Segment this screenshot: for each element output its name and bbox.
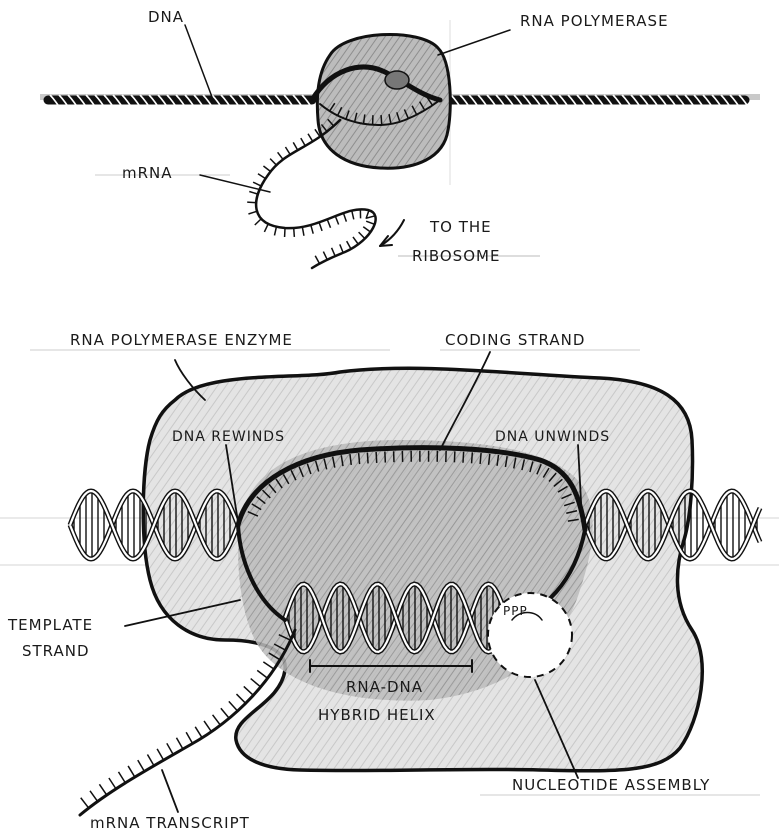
- base-tick: [327, 219, 330, 227]
- label-to-the: TO THE: [429, 218, 492, 236]
- base-tick: [118, 772, 125, 783]
- label-nucleotide-assembly: NUCLEOTIDE ASSEMBLY: [512, 776, 710, 794]
- base-tick: [99, 784, 106, 795]
- base-tick: [301, 138, 305, 146]
- base-tick: [463, 452, 464, 463]
- base-tick: [340, 244, 343, 252]
- transcript-leader: [162, 770, 178, 812]
- top-diagram: DNA RNA POLYMERASE mRNA TO THE RIBOSOME: [40, 8, 760, 268]
- base-tick: [247, 202, 256, 203]
- label-rna-polymerase: RNA POLYMERASE: [520, 12, 669, 30]
- base-tick: [353, 237, 358, 244]
- base-tick: [186, 732, 192, 743]
- base-tick: [255, 219, 261, 225]
- label-dna-rewinds: DNA REWINDS: [172, 429, 285, 445]
- base-tick: [147, 754, 154, 765]
- base-tick: [472, 452, 473, 463]
- base-tick: [263, 662, 274, 669]
- base-tick: [352, 211, 354, 220]
- base-tick: [249, 192, 258, 195]
- base-tick: [359, 453, 360, 464]
- base-tick: [204, 721, 211, 732]
- base-tick: [109, 778, 116, 789]
- base-tick: [366, 221, 374, 224]
- base-tick: [90, 791, 98, 802]
- label-dna: DNA: [148, 8, 184, 26]
- base-tick: [381, 115, 382, 125]
- label-mrna: mRNA: [122, 164, 173, 182]
- base-tick: [335, 216, 338, 224]
- base-tick: [293, 142, 297, 150]
- base-tick: [315, 256, 319, 264]
- label-rna-polymerase-enzyme: RNA POLYMERASE ENZYME: [70, 331, 293, 349]
- base-tick: [302, 227, 304, 236]
- base-tick: [248, 211, 257, 214]
- base-tick: [263, 166, 270, 171]
- base-tick: [367, 453, 368, 464]
- base-tick: [221, 708, 229, 718]
- label-hybrid-helix: HYBRID HELIX: [318, 706, 436, 724]
- base-tick: [176, 738, 182, 749]
- base-tick: [332, 248, 336, 256]
- base-tick: [376, 452, 377, 463]
- base-tick: [363, 227, 370, 232]
- base-tick: [157, 749, 163, 760]
- label-coding-strand: CODING STRAND: [445, 331, 585, 349]
- label-template: TEMPLATE: [7, 616, 93, 634]
- label-ribosome: RIBOSOME: [412, 247, 500, 265]
- active-site: [385, 71, 409, 89]
- base-tick: [274, 227, 276, 236]
- base-tick: [285, 147, 290, 155]
- base-tick: [359, 232, 365, 238]
- base-tick: [167, 743, 173, 754]
- base-tick: [257, 670, 267, 678]
- base-tick: [278, 152, 283, 159]
- base-tick: [270, 159, 276, 165]
- base-tick: [323, 252, 327, 260]
- base-tick: [251, 679, 261, 687]
- base-tick: [229, 701, 238, 711]
- label-mrna-transcript: mRNA TRANSCRIPT: [90, 814, 250, 832]
- label-rna-dna: RNA-DNA: [346, 678, 423, 696]
- nucleotide-assembly-circle: [488, 593, 572, 677]
- base-tick: [343, 213, 346, 222]
- base-tick: [319, 222, 322, 230]
- base-tick: [311, 225, 313, 234]
- base-tick: [366, 216, 375, 218]
- mrna-leader: [200, 175, 270, 192]
- bottom-diagram: PPP RNA POLYMERASE ENZYME CODING STRAND …: [0, 331, 779, 832]
- base-tick: [195, 727, 202, 738]
- base-tick: [253, 182, 261, 186]
- base-tick: [81, 798, 89, 808]
- label-dna-unwinds: DNA UNWINDS: [495, 429, 610, 445]
- base-tick: [264, 224, 268, 232]
- polymerase-leader: [438, 30, 510, 55]
- base-tick: [480, 453, 481, 464]
- base-tick: [138, 760, 145, 771]
- base-tick: [213, 715, 221, 725]
- base-tick: [294, 228, 295, 237]
- dna-leader: [185, 25, 212, 97]
- base-tick: [347, 241, 351, 249]
- base-tick: [308, 134, 313, 142]
- base-tick: [258, 174, 266, 179]
- base-tick: [244, 686, 254, 695]
- label-strand: STRAND: [22, 642, 90, 660]
- base-tick: [236, 694, 245, 703]
- base-tick: [128, 766, 135, 777]
